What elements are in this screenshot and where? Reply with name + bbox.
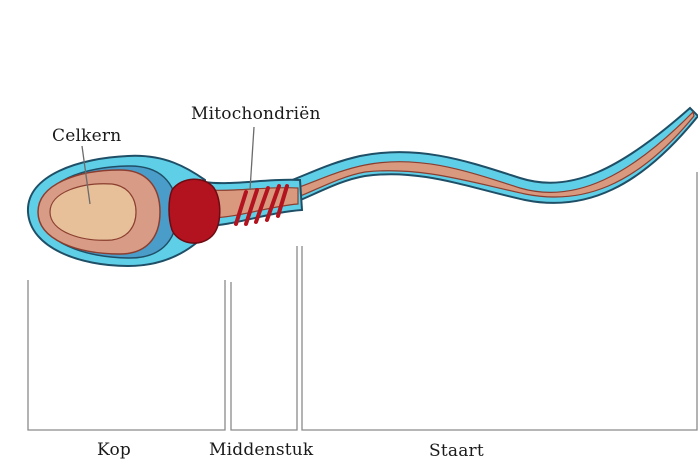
celkern-leader-line — [81, 145, 91, 205]
mitochondrien-leader-line — [249, 126, 255, 191]
tail-membrane — [261, 106, 698, 215]
mitochondria-rings — [234, 184, 289, 226]
mitochondrien-label: Mitochondriën — [191, 104, 321, 124]
mitochondria-blob — [168, 178, 221, 244]
kop-bracket — [27, 280, 226, 431]
middenstuk-bracket — [230, 246, 298, 431]
staart-label: Staart — [429, 441, 484, 461]
staart-bracket — [301, 172, 698, 431]
section-brackets — [27, 172, 698, 431]
nucleus — [49, 183, 137, 241]
tail-core — [269, 110, 695, 207]
celkern-label: Celkern — [52, 126, 122, 146]
middenstuk-label: Middenstuk — [209, 440, 314, 460]
kop-label: Kop — [97, 440, 131, 460]
